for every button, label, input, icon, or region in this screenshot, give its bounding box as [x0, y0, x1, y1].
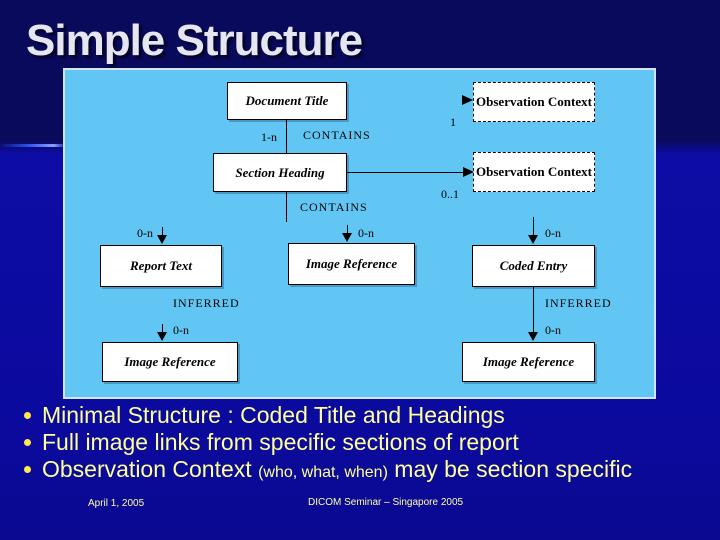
bullet-text-2: Full image links from specific sections … [42, 429, 519, 455]
footer-date: April 1, 2005 [88, 498, 145, 509]
label-contains-top: CONTAINS [303, 128, 371, 142]
bullet-dot-icon [24, 439, 31, 446]
edge-obs-mid-line [347, 172, 463, 173]
edge-inferred-left-stub [162, 324, 163, 332]
label-multiplicity-0n-coded: 0-n [545, 226, 561, 240]
edge-coded-entry-line [533, 217, 534, 235]
bullet-list: Minimal Structure : Coded Title and Head… [22, 402, 716, 487]
label-multiplicity-1: 1 [450, 115, 456, 129]
slide-title: Simple Structure [26, 16, 363, 65]
node-report-text: Report Text [100, 245, 222, 287]
arrowhead-right-obs-top [462, 95, 473, 105]
node-document-title: Document Title [227, 82, 347, 120]
node-image-reference-bottom-left: Image Reference [102, 342, 238, 382]
arrowhead-down-inferred-left [157, 332, 167, 341]
node-section-heading: Section Heading [213, 153, 347, 192]
accent-line [0, 144, 63, 147]
arrowhead-down-inferred-right [528, 332, 538, 341]
bullet-dot-icon [24, 466, 31, 473]
label-multiplicity-0n-inferred-right: 0-n [545, 323, 561, 337]
node-coded-entry: Coded Entry [472, 245, 595, 287]
arrowhead-down-report-text [157, 235, 167, 244]
arrowhead-down-image-mid [342, 233, 352, 242]
bullet-item-1: Minimal Structure : Coded Title and Head… [22, 402, 716, 428]
bullet-text-3: Observation Context (who, what, when) ma… [42, 456, 633, 482]
edge-image-mid-stub [347, 225, 348, 233]
node-observation-context-top: Observation Context [473, 82, 595, 122]
label-multiplicity-0n-report: 0-n [137, 226, 153, 240]
node-observation-context-mid: Observation Context [473, 152, 595, 192]
node-image-reference-mid: Image Reference [288, 243, 415, 285]
bullet-text-3-parenthetical: (who, what, when) [258, 464, 388, 481]
label-inferred-right: INFERRED [545, 296, 612, 310]
bullet-item-2: Full image links from specific sections … [22, 429, 716, 455]
label-multiplicity-1n: 1-n [261, 130, 277, 144]
edge-report-text-stub [162, 227, 163, 235]
arrowhead-down-coded-entry [528, 235, 538, 244]
arrowhead-right-obs-mid [463, 167, 474, 177]
edge-inferred-right-line [533, 287, 534, 332]
label-multiplicity-0n-inferred-left: 0-n [173, 323, 189, 337]
bullet-item-3: Observation Context (who, what, when) ma… [22, 456, 716, 486]
label-inferred-left: INFERRED [173, 296, 240, 310]
footer-event: DICOM Seminar – Singapore 2005 [308, 497, 464, 508]
label-contains-bottom: CONTAINS [300, 200, 368, 214]
bullet-text-1: Minimal Structure : Coded Title and Head… [42, 402, 505, 428]
node-image-reference-bottom-right: Image Reference [462, 342, 595, 382]
label-multiplicity-01: 0..1 [441, 187, 459, 201]
bullet-dot-icon [24, 412, 31, 419]
label-multiplicity-0n-image-mid: 0-n [358, 226, 374, 240]
edge-contains-bottom-line [286, 192, 287, 222]
diagram-panel: Document Title Observation Context Secti… [63, 68, 656, 399]
edge-contains-top-line [286, 120, 287, 153]
